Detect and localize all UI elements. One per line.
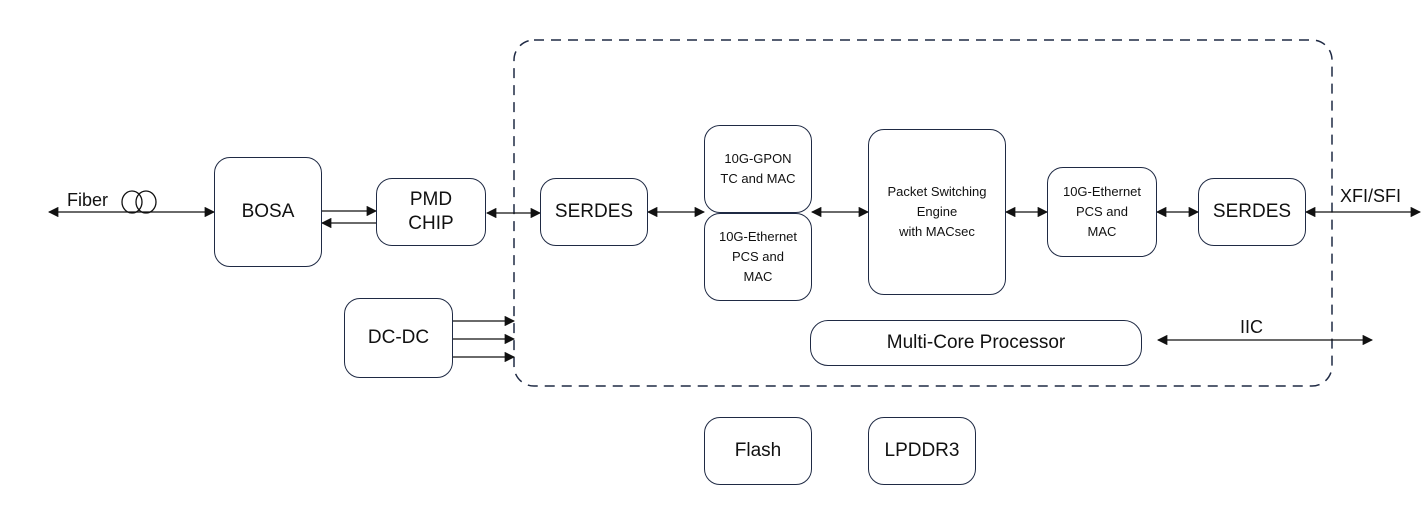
packet-engine-label: Packet Switching Engine with MACsec [887, 184, 987, 239]
pmd-chip-block: PMD CHIP [376, 178, 486, 246]
dc-dc-label: DC-DC [367, 327, 430, 348]
eth-pcs-mac-left-label: 10G-Ethernet PCS and MAC [718, 229, 798, 284]
dc-dc-block: DC-DC [344, 298, 453, 378]
xfi-sfi-label: XFI/SFI [1340, 186, 1402, 206]
serdes-left-label: SERDES [554, 201, 634, 222]
pmd-chip-label: PMD CHIP [408, 189, 454, 234]
fiber-coil-icon [121, 190, 157, 214]
serdes-left-block: SERDES [540, 178, 648, 246]
gpon-mac-label: 10G-GPON TC and MAC [720, 151, 796, 186]
fiber-label: Fiber [67, 190, 109, 210]
serdes-right-label: SERDES [1212, 201, 1292, 222]
iic-label: IIC [1240, 317, 1264, 337]
eth-pcs-mac-right-label: 10G-Ethernet PCS and MAC [1062, 184, 1142, 239]
multicore-processor-label: Multi-Core Processor [886, 332, 1066, 353]
serdes-right-block: SERDES [1198, 178, 1306, 246]
multicore-processor-block: Multi-Core Processor [810, 320, 1142, 366]
eth-pcs-mac-right-block: 10G-Ethernet PCS and MAC [1047, 167, 1157, 257]
flash-block: Flash [704, 417, 812, 485]
flash-label: Flash [734, 440, 782, 461]
bosa-label: BOSA [241, 201, 295, 222]
eth-pcs-mac-left-block: 10G-Ethernet PCS and MAC [704, 213, 812, 301]
lpddr3-label: LPDDR3 [884, 440, 960, 461]
lpddr3-block: LPDDR3 [868, 417, 976, 485]
gpon-mac-block: 10G-GPON TC and MAC [704, 125, 812, 213]
packet-engine-block: Packet Switching Engine with MACsec [868, 129, 1006, 295]
bosa-block: BOSA [214, 157, 322, 267]
